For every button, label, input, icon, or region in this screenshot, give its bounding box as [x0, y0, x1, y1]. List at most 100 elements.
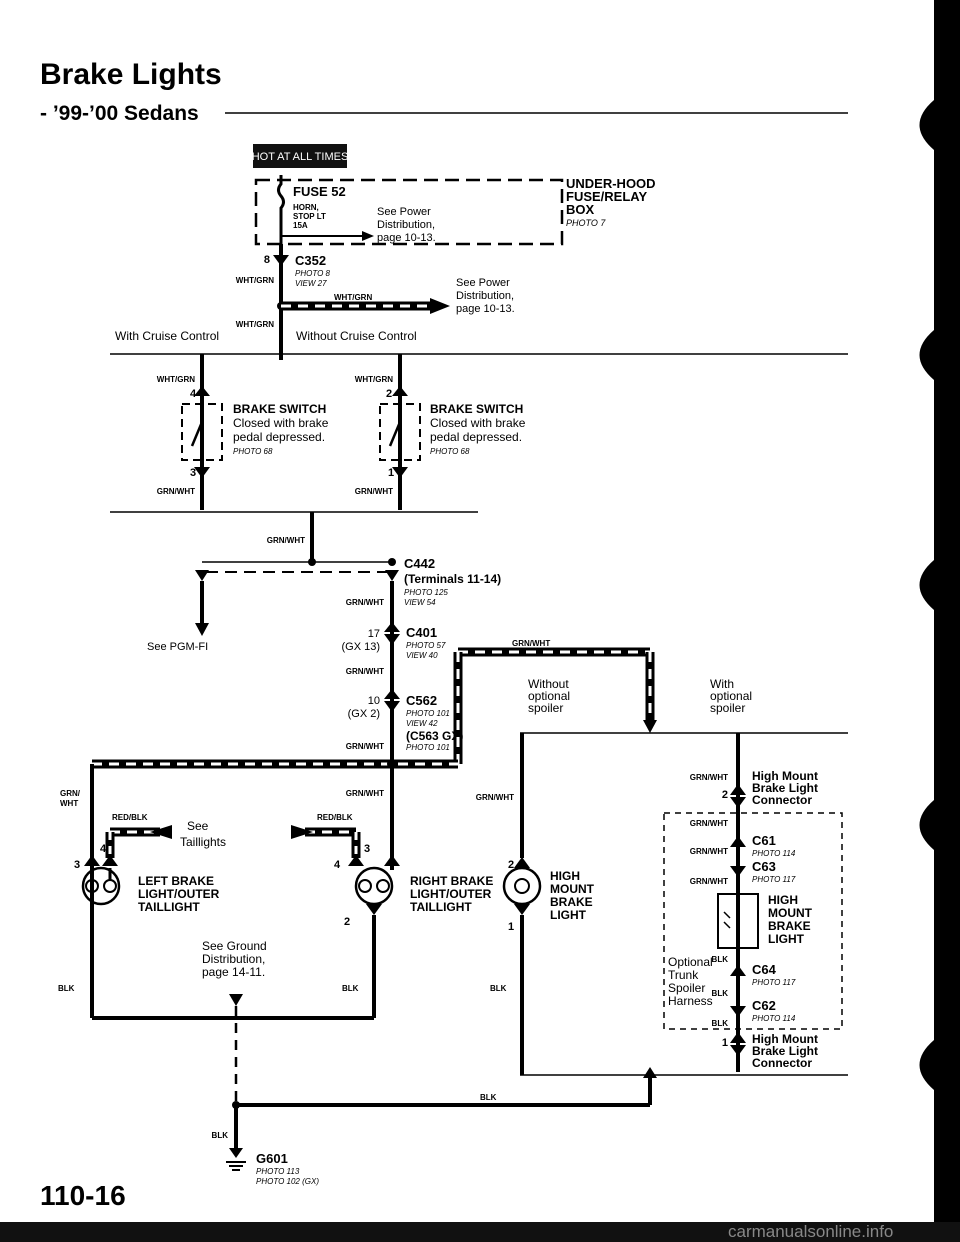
svg-text:RIGHT BRAKE: RIGHT BRAKE	[410, 874, 493, 888]
svg-text:Closed with brake: Closed with brake	[233, 416, 329, 430]
svg-text:BRAKE: BRAKE	[550, 895, 593, 909]
svg-text:TAILLIGHT: TAILLIGHT	[138, 900, 200, 914]
svg-text:2: 2	[508, 859, 514, 871]
svg-text:See Power: See Power	[377, 206, 431, 218]
svg-text:HORN,: HORN,	[293, 203, 319, 212]
svg-text:pedal depressed.: pedal depressed.	[430, 430, 522, 444]
svg-text:C62: C62	[752, 998, 776, 1013]
g601-label: G601	[256, 1151, 288, 1166]
svg-text:BLK: BLK	[212, 1131, 229, 1140]
svg-text:Connector: Connector	[752, 793, 812, 807]
connector-c442: C442 (Terminals 11-14) PHOTO 125 VIEW 54…	[147, 556, 501, 653]
svg-text:BLK: BLK	[490, 984, 507, 993]
svg-text:PHOTO 113: PHOTO 113	[256, 1167, 300, 1176]
svg-text:BLK: BLK	[712, 1019, 729, 1028]
svg-text:Trunk: Trunk	[668, 968, 699, 982]
svg-text:PHOTO 57: PHOTO 57	[406, 641, 446, 650]
svg-text:TAILLIGHT: TAILLIGHT	[410, 900, 472, 914]
arrow-icon	[430, 298, 450, 314]
spoiler-branch: GRN/WHT Without optional spoiler With op…	[453, 639, 848, 764]
svg-text:With Cruise Control: With Cruise Control	[115, 329, 219, 343]
fuse-box-name: UNDER-HOOD	[566, 176, 656, 191]
svg-text:4: 4	[334, 859, 341, 871]
svg-text:WHT/GRN: WHT/GRN	[355, 375, 393, 384]
svg-text:GRN/WHT: GRN/WHT	[157, 487, 195, 496]
splice-icon	[387, 759, 397, 769]
svg-text:See Power: See Power	[456, 277, 510, 289]
bulb-icon	[354, 866, 394, 906]
left-brake-light: RED/BLK See Taillights 3 4 LEFT BRAKE LI…	[58, 813, 226, 1018]
svg-text:High Mount: High Mount	[752, 1032, 818, 1046]
svg-text:pedal depressed.: pedal depressed.	[233, 430, 325, 444]
page-title: Brake Lights	[40, 58, 222, 91]
svg-text:See Ground: See Ground	[202, 939, 267, 953]
svg-text:LIGHT/OUTER: LIGHT/OUTER	[138, 887, 220, 901]
svg-text:PHOTO 117: PHOTO 117	[752, 978, 796, 987]
svg-text:Distribution,: Distribution,	[456, 290, 514, 302]
connector-pin-icon	[273, 255, 289, 266]
svg-text:WHT: WHT	[60, 799, 78, 808]
svg-text:HOT AT ALL TIMES: HOT AT ALL TIMES	[252, 151, 349, 163]
svg-text:PHOTO 114: PHOTO 114	[752, 849, 796, 858]
brake-switch-without-cruise: WHT/GRN 2 BRAKE SWITCH Closed with brake…	[355, 354, 526, 510]
svg-text:4: 4	[190, 388, 197, 400]
svg-text:GRN/WHT: GRN/WHT	[346, 742, 384, 751]
svg-text:PHOTO 117: PHOTO 117	[752, 875, 796, 884]
svg-text:2: 2	[344, 916, 350, 928]
svg-text:RED/BLK: RED/BLK	[112, 813, 148, 822]
ground-icon	[226, 1161, 246, 1171]
svg-text:Taillights: Taillights	[180, 835, 226, 849]
connector-c352: 8 C352 PHOTO 8 VIEW 27 WHT/GRN WHT/GRN S…	[236, 244, 515, 360]
switch-contact-icon	[190, 421, 204, 447]
svg-text:WHT/GRN: WHT/GRN	[157, 375, 195, 384]
svg-text:GRN/WHT: GRN/WHT	[690, 847, 728, 856]
under-hood-fuse-box: UNDER-HOOD FUSE/RELAY BOX PHOTO 7 FUSE 5…	[254, 175, 656, 246]
svg-text:HIGH: HIGH	[550, 869, 580, 883]
svg-text:3: 3	[190, 467, 196, 479]
svg-text:GRN/WHT: GRN/WHT	[690, 773, 728, 782]
svg-text:page 14-11.: page 14-11.	[202, 965, 265, 979]
svg-text:BLK: BLK	[712, 955, 729, 964]
right-brake-light: RED/BLK 4 3 2 RIGHT BRAKE LIGHT/OUTER TA…	[291, 813, 493, 1018]
svg-text:BOX: BOX	[566, 202, 595, 217]
connector-pin-icon	[194, 386, 210, 396]
svg-text:3: 3	[364, 843, 370, 855]
svg-text:See PGM-FI: See PGM-FI	[147, 641, 208, 653]
svg-text:GRN/WHT: GRN/WHT	[346, 789, 384, 798]
cruise-control-selector: With Cruise Control Without Cruise Contr…	[110, 329, 848, 355]
svg-text:Without: Without	[528, 677, 569, 691]
svg-text:PHOTO 102 (GX): PHOTO 102 (GX)	[256, 1177, 319, 1186]
svg-text:2: 2	[386, 388, 392, 400]
svg-text:MOUNT: MOUNT	[768, 906, 813, 920]
svg-text:RED/BLK: RED/BLK	[317, 813, 353, 822]
svg-text:C61: C61	[752, 833, 776, 848]
svg-text:1: 1	[722, 1037, 728, 1049]
arrow-icon	[362, 231, 374, 241]
svg-text:8: 8	[264, 254, 270, 266]
svg-text:PHOTO 68: PHOTO 68	[430, 447, 470, 456]
svg-text:PHOTO 68: PHOTO 68	[233, 447, 273, 456]
svg-text:17: 17	[368, 628, 380, 640]
svg-text:GRN/WHT: GRN/WHT	[355, 487, 393, 496]
svg-text:2: 2	[722, 789, 728, 801]
hot-at-all-times-badge: HOT AT ALL TIMES	[252, 144, 349, 168]
connector-pin-icon	[392, 467, 408, 478]
svg-text:Brake Light: Brake Light	[752, 781, 818, 795]
fuse-52-label: FUSE 52	[293, 184, 346, 199]
svg-text:GRN/WHT: GRN/WHT	[476, 793, 514, 802]
svg-text:GRN/WHT: GRN/WHT	[346, 667, 384, 676]
svg-text:BRAKE SWITCH: BRAKE SWITCH	[233, 402, 326, 416]
svg-text:VIEW 40: VIEW 40	[406, 651, 438, 660]
svg-text:GRN/WHT: GRN/WHT	[690, 877, 728, 886]
svg-text:C63: C63	[752, 859, 776, 874]
arrow-down-icon	[229, 994, 243, 1006]
arrow-down-icon	[195, 623, 209, 636]
ground-distribution-note: See Ground Distribution, page 14-11.	[202, 939, 267, 1105]
svg-text:With: With	[710, 677, 734, 691]
svg-text:Optional: Optional	[668, 955, 713, 969]
svg-text:VIEW 54: VIEW 54	[404, 598, 436, 607]
svg-text:BRAKE: BRAKE	[768, 919, 811, 933]
ground-bus: BLK BLK G601 PHOTO 113 PHOTO 102 (GX)	[92, 1016, 657, 1186]
